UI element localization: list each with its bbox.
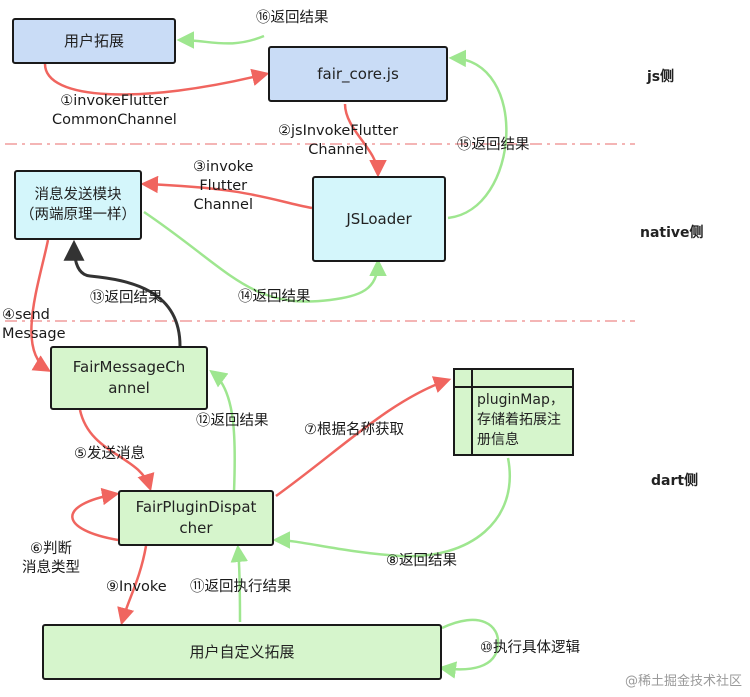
label-edge-2: ②jsInvokeFlutter Channel	[278, 123, 399, 158]
section-native: native侧	[640, 225, 704, 241]
label-edge-7: ⑦根据名称获取	[304, 422, 404, 438]
edge-9	[117, 545, 148, 626]
edge-11	[230, 544, 248, 623]
label-edge-15: ⑮返回结果	[457, 137, 530, 153]
edge-15	[447, 49, 508, 220]
label-edge-16: ⑯返回结果	[256, 10, 329, 26]
edge-13	[63, 239, 182, 347]
watermark: @稀土掘金技术社区	[624, 674, 742, 689]
label-edge-6: ⑥判断 消息类型	[22, 541, 80, 576]
label-edge-5: ⑤发送消息	[74, 446, 145, 462]
section-dart: dart侧	[651, 473, 699, 489]
label-edge-10: ⑩执行具体逻辑	[480, 640, 580, 656]
edge-10	[438, 618, 500, 679]
edge-12	[209, 369, 237, 493]
node-fair-core: fair_core.js	[268, 46, 448, 102]
node-user-custom-extension: 用户自定义拓展	[42, 624, 442, 680]
label-edge-8: ⑧返回结果	[386, 553, 457, 569]
edge-14	[143, 210, 387, 303]
section-js: js侧	[647, 69, 675, 85]
edge-1	[43, 63, 270, 96]
edge-8	[272, 457, 511, 558]
edge-2	[343, 103, 387, 178]
node-user-extension: 用户拓展	[12, 18, 176, 64]
label-edge-12: ⑫返回结果	[196, 413, 269, 429]
edge-4	[30, 239, 51, 372]
edge-7	[275, 376, 452, 498]
edge-3	[140, 175, 313, 210]
node-jsloader: JSLoader	[312, 176, 446, 262]
label-edge-1: ①invokeFlutter CommonChannel	[52, 93, 177, 128]
node-plugin-map: pluginMap， 存储着拓展注 册信息	[453, 368, 574, 456]
edge-5	[78, 409, 155, 492]
label-edge-14: ⑭返回结果	[238, 289, 311, 305]
plugin-map-text: pluginMap， 存储着拓展注 册信息	[477, 392, 564, 448]
label-edge-3: ③invoke Flutter Channel	[193, 159, 254, 213]
label-edge-11: ⑪返回执行结果	[190, 579, 292, 595]
node-fair-message-channel: FairMessageCh annel	[50, 346, 208, 410]
edge-6	[71, 487, 120, 542]
label-edge-4: ④send Message	[2, 307, 66, 342]
label-edge-13: ⑬返回结果	[90, 290, 163, 306]
label-edge-9: ⑨Invoke	[106, 579, 167, 595]
edge-16	[176, 31, 265, 49]
node-fair-plugin-dispatcher: FairPluginDispat cher	[118, 490, 274, 546]
node-message-module: 消息发送模块 （两端原理一样）	[14, 170, 142, 240]
